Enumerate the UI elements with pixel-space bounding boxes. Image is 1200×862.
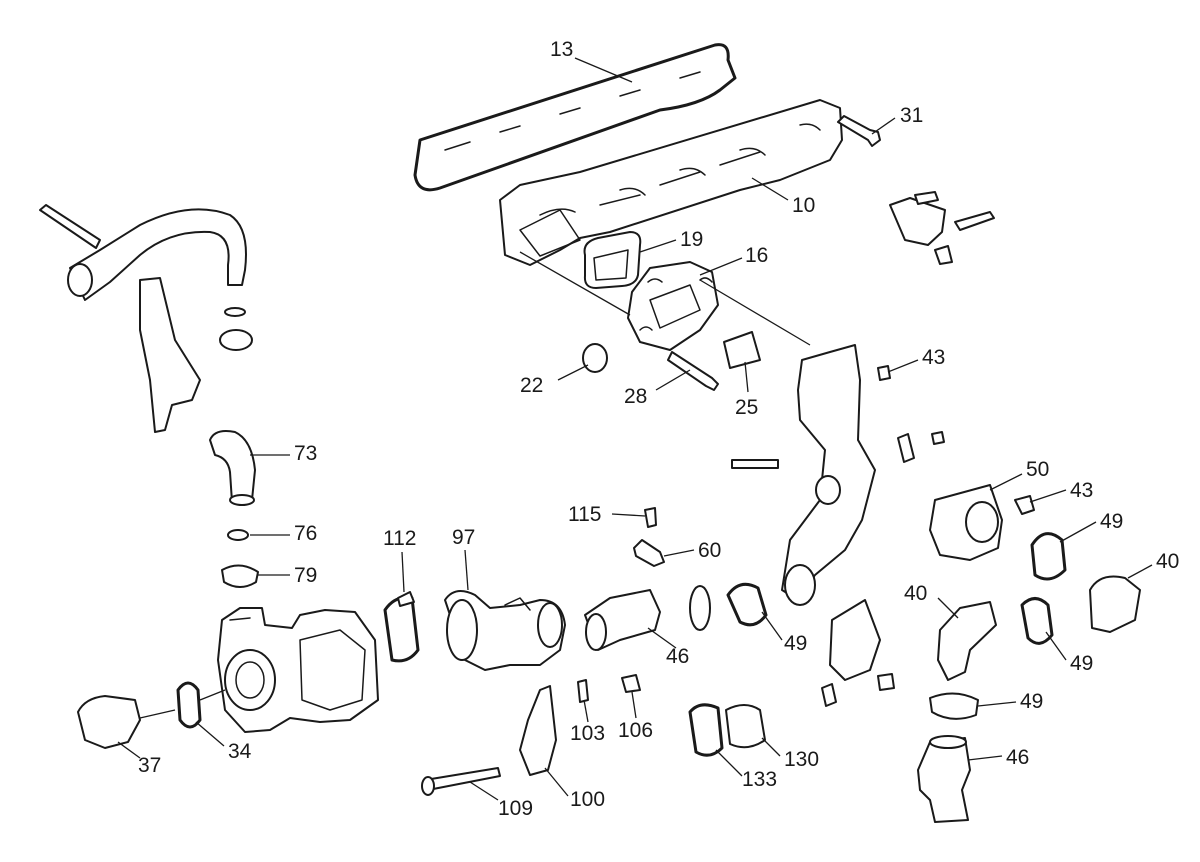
callout-46a: 46: [666, 645, 689, 668]
part-lower-bracket: [829, 599, 881, 681]
part-37-outlet-elbow: [77, 695, 141, 749]
part-46-adapter-bottom: [917, 737, 971, 823]
part-100-bracket: [519, 685, 557, 776]
part-22-ring: [582, 343, 608, 373]
callout-109: 109: [498, 797, 533, 820]
part-25-gasket: [723, 331, 761, 369]
part-73-elbow: [209, 430, 256, 503]
callout-97: 97: [452, 526, 475, 549]
callout-28: 28: [624, 385, 647, 408]
part-43-bolt-upper: [877, 365, 891, 381]
part-76-oring: [227, 529, 249, 541]
part-106-bolt: [621, 674, 641, 693]
part-49-clamp-mid: [726, 582, 768, 627]
callout-43b: 43: [1070, 479, 1093, 502]
part-97-intake-pipe: [444, 590, 566, 671]
part-intake-bracket: [781, 344, 876, 601]
part-49-clamp-bottom: [929, 692, 979, 720]
part-115-bolt: [644, 507, 657, 528]
callout-60: 60: [698, 539, 721, 562]
callout-49a: 49: [1100, 510, 1123, 533]
callout-133: 133: [742, 768, 777, 791]
callout-106: 106: [618, 719, 653, 742]
callout-73: 73: [294, 442, 317, 465]
callout-50: 50: [1026, 458, 1049, 481]
callout-25: 25: [735, 396, 758, 419]
part-109-bolt: [424, 767, 501, 791]
callout-49c: 49: [784, 632, 807, 655]
part-40-elbow-right: [1089, 575, 1141, 633]
callout-40a: 40: [1156, 550, 1179, 573]
part-13-gasket: [413, 43, 737, 192]
callout-115: 115: [568, 503, 601, 526]
part-10-exhaust-manifold: [499, 99, 843, 266]
callout-19: 19: [680, 228, 703, 251]
part-coolant-pipe: [69, 208, 247, 301]
callout-labels: 13 31 10 19 16 43 22 28 25 73 76 79 112 …: [138, 38, 1179, 820]
part-49-clamp-lower: [1020, 597, 1054, 645]
callout-43a: 43: [922, 346, 945, 369]
part-34-clamp: [176, 681, 202, 729]
callout-13: 13: [550, 38, 573, 61]
leader-lines: [117, 57, 1153, 801]
part-130-sleeve: [725, 704, 766, 749]
part-60-bracket: [633, 539, 665, 567]
callout-103: 103: [570, 722, 605, 745]
part-49-clamp-right: [1030, 532, 1067, 581]
part-19-gasket: [583, 231, 642, 289]
part-103-bolt: [577, 679, 589, 703]
part-small-bracket: [897, 433, 915, 463]
part-133-clamp: [688, 703, 724, 757]
part-79-clamp: [221, 564, 259, 588]
callout-46b: 46: [1006, 746, 1029, 769]
callout-34: 34: [228, 740, 252, 763]
part-bracket-top-right: [889, 197, 946, 246]
callout-49b: 49: [1070, 652, 1093, 675]
part-oring-mid: [689, 585, 711, 631]
part-40-elbow-mid: [937, 601, 997, 681]
callout-22: 22: [520, 374, 543, 397]
part-112-clamp: [383, 596, 420, 663]
callout-100: 100: [570, 788, 605, 811]
callout-79: 79: [294, 564, 317, 587]
callout-130: 130: [784, 748, 819, 771]
callout-31: 31: [900, 104, 923, 127]
part-bolt-horizontal: [731, 459, 779, 469]
part-31-bolt: [837, 115, 881, 147]
callout-37: 37: [138, 754, 161, 777]
part-shapes: [39, 43, 1141, 823]
callout-10: 10: [792, 194, 815, 217]
callout-76: 76: [294, 522, 317, 545]
callout-16: 16: [745, 244, 768, 267]
part-43-bolt-lower: [1014, 495, 1035, 515]
part-28-stud: [667, 351, 719, 391]
callout-112: 112: [383, 527, 416, 550]
callout-40b: 40: [904, 582, 927, 605]
part-16-flange: [627, 261, 719, 351]
callout-49d: 49: [1020, 690, 1043, 713]
